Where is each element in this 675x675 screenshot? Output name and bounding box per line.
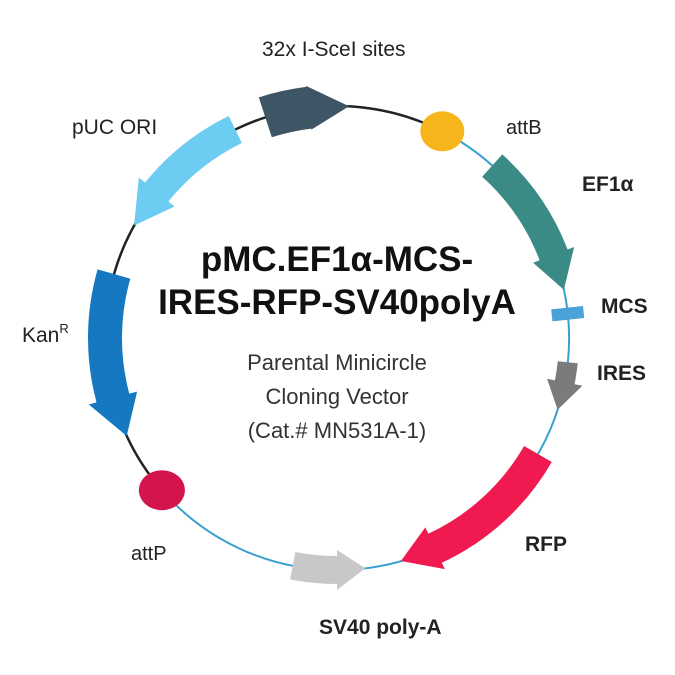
sv40-polya-arrow [290, 550, 366, 590]
label-i-scei-sites: 32x I-SceI sites [262, 38, 406, 61]
kanr-arrow [87, 269, 138, 436]
attp-site-marker [138, 470, 185, 511]
label-puc-ori: pUC ORI [72, 116, 157, 139]
label-kanr-main: Kan [22, 324, 59, 347]
ef1a-promoter-arrow [482, 154, 575, 290]
subtitle-line1: Parental Minicircle [247, 350, 427, 375]
subtitle-line3: (Cat.# MN531A-1) [248, 418, 427, 443]
label-attp: attP [131, 543, 167, 565]
label-sv40-polya: SV40 poly-A [319, 616, 442, 639]
label-attb: attB [506, 117, 542, 139]
ires-arrow [547, 361, 583, 410]
subtitle-line2: Cloning Vector [265, 384, 408, 409]
label-mcs: MCS [601, 295, 648, 318]
label-kanr-superscript: R [59, 321, 68, 336]
label-ef1a: EF1α [582, 173, 634, 196]
vector-title-line1: pMC.EF1α-MCS- [201, 240, 473, 279]
rfp-arrow [400, 446, 552, 570]
attb-site-marker [420, 111, 465, 152]
i-scei-sites-arrow [258, 85, 350, 138]
label-ires: IRES [597, 362, 646, 385]
label-rfp: RFP [525, 533, 567, 556]
label-kanr: KanR [22, 321, 69, 347]
puc-ori-arrow [134, 116, 242, 226]
mcs-box [551, 306, 585, 322]
vector-title-line2: IRES-RFP-SV40polyA [158, 283, 516, 322]
